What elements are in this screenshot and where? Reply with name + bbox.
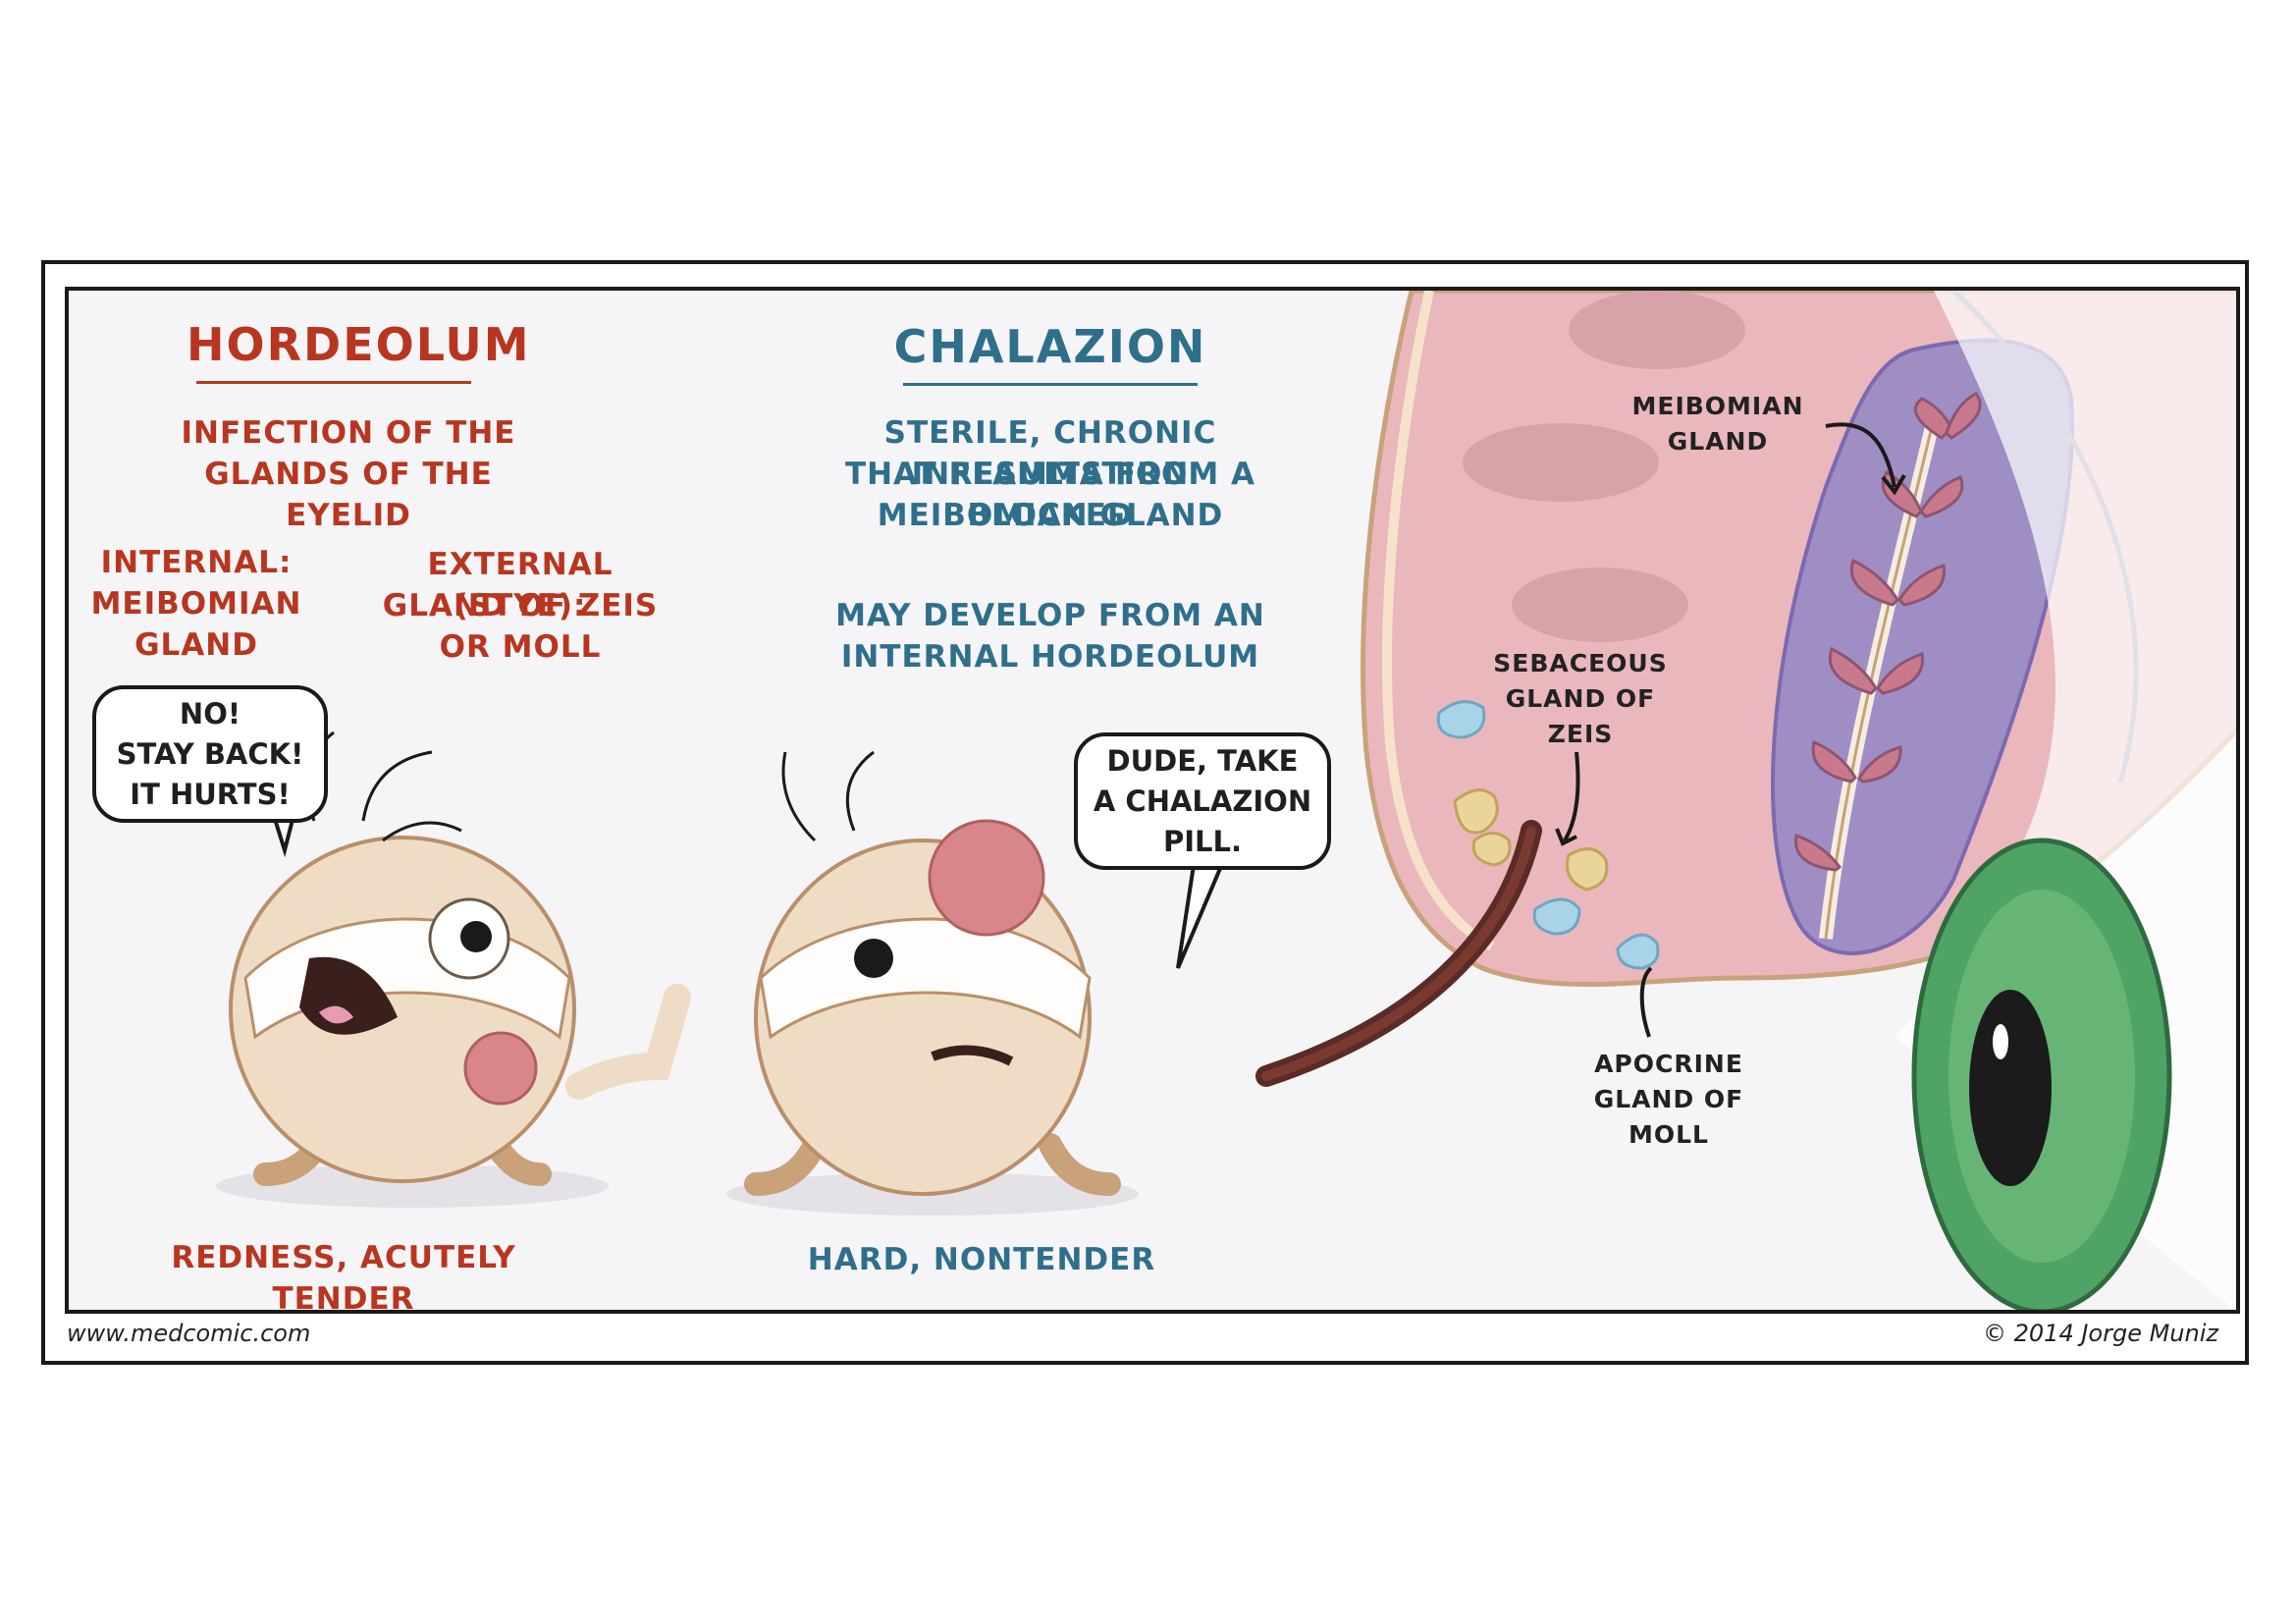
moll-gland-label-line3: MOLL <box>1629 1120 1709 1149</box>
copyright-credit: © 2014 Jorge Muniz <box>1983 1320 2218 1347</box>
chalazion-character <box>726 750 1139 1216</box>
hordeolum-title-underline <box>196 381 471 384</box>
hordeolum-character <box>216 730 691 1208</box>
hordeolum-title: HORDEOLUM <box>187 318 531 371</box>
zeis-gland-label-line3: ZEIS <box>1547 720 1614 748</box>
zeis-gland-label-line1: SEBACEOUS <box>1493 649 1668 677</box>
chalazion-definition-line2: THAT RESULTS FROM A BLOCKED <box>844 457 1256 533</box>
meibomian-gland-label-line1: MEIBOMIAN <box>1631 392 1804 420</box>
external-zeis-text: GLAND OF ZEIS <box>382 588 659 623</box>
meibomian-gland-label-line2: GLAND <box>1667 427 1769 456</box>
chalazion-sign: HARD, NONTENDER <box>807 1242 1156 1277</box>
external-label: EXTERNAL (STYE): <box>427 547 614 623</box>
external-moll-text: OR MOLL <box>439 629 602 665</box>
hordeolum-sign: REDNESS, ACUTELY TENDER <box>171 1240 516 1314</box>
internal-label: INTERNAL: <box>100 545 293 580</box>
chalazion-definition-line1: STERILE, CHRONIC INFLAMMATION <box>883 415 1217 492</box>
internal-meibomian-text: MEIBOMIAN <box>90 586 302 622</box>
comic-panel: HORDEOLUM INFECTION OF THE GLANDS OF THE… <box>65 287 2240 1314</box>
internal-gland-text: GLAND <box>134 627 258 663</box>
hordeolum-definition-line1: INFECTION OF THE <box>181 415 516 451</box>
chalazion-develop-line2: INTERNAL HORDEOLUM <box>840 639 1260 675</box>
zeis-gland-label-line2: GLAND OF <box>1505 684 1656 713</box>
hordeolum-definition-line2: GLANDS OF THE EYELID <box>204 457 493 533</box>
chalazion-definition-line3: MEIBOMIAN GLAND <box>877 498 1224 533</box>
hordeolum-speech-bubble: NO! STAY BACK! IT HURTS! <box>92 685 328 823</box>
chalazion-title: CHALAZION <box>893 320 1207 373</box>
chalazion-speech-bubble: DUDE, TAKE A CHALAZION PILL. <box>1074 732 1331 870</box>
eyeball <box>1895 291 2236 1310</box>
illustration <box>216 291 2236 1310</box>
chalazion-title-underline <box>903 383 1198 386</box>
moll-gland-label-line2: GLAND OF <box>1593 1085 1744 1113</box>
website-credit: www.medcomic.com <box>67 1320 311 1347</box>
moll-gland-label-line1: APOCRINE <box>1594 1050 1743 1078</box>
chalazion-develop-line1: MAY DEVELOP FROM AN <box>835 598 1265 633</box>
